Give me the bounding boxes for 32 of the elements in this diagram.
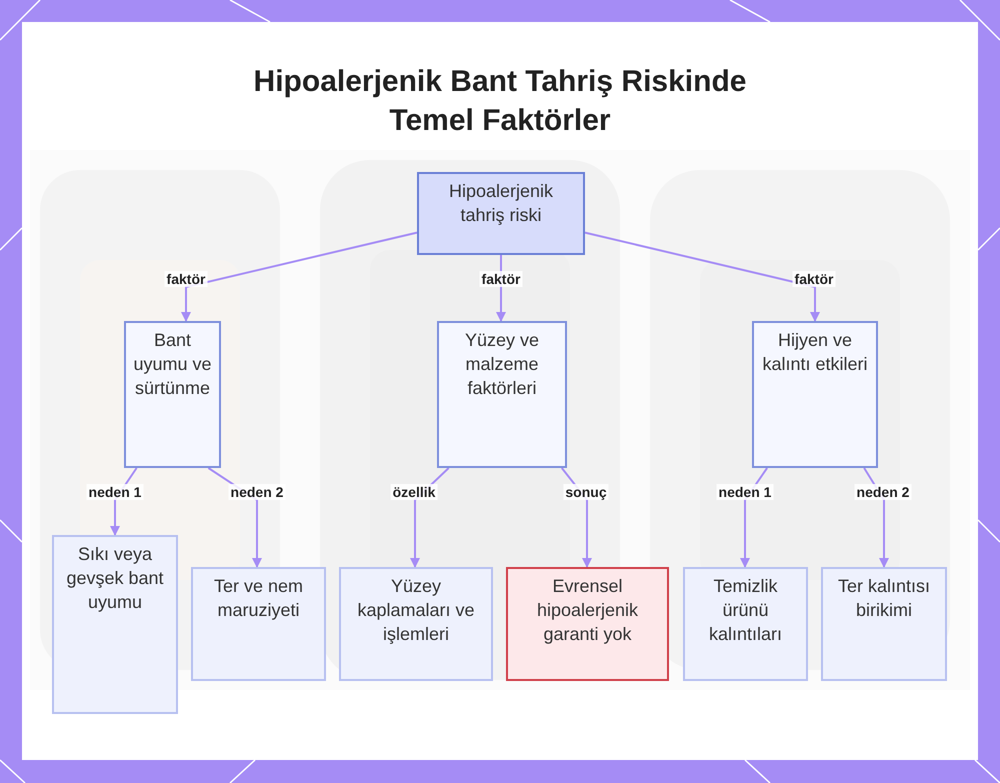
process-box [191,567,326,681]
node-text: Sıkı veya gevşek bant uyumu [65,543,165,614]
node-text: Yüzey kaplamaları ve işlemleri [356,575,476,646]
node-text: Hipoalerjenik tahriş riski [448,180,554,227]
process-box [752,321,878,468]
process-box [437,321,567,468]
node-text: Ter ve nem maruziyeti [212,575,304,622]
edge-label: sonuç [563,484,609,500]
edge-label: faktör [792,271,836,287]
process-box [124,321,221,468]
process-box [683,567,808,681]
edge-label: neden 2 [854,484,912,500]
node-text: Temizlik ürünü kalıntıları [708,575,784,646]
arrow [181,232,418,322]
arrow [584,232,820,322]
process-box [52,535,178,714]
edge-label: özellik [390,484,438,500]
process-box [506,567,669,681]
process-box [339,567,493,681]
node-text: Bant uyumu ve sürtünme [132,329,213,400]
edge-label: faktör [164,271,208,287]
node-text: Ter kalıntısı birikimi [836,575,932,622]
edge-label: faktör [480,271,522,287]
process-box [821,567,947,681]
edge-label: neden 1 [86,484,144,500]
diagram-title: Hipoalerjenik Bant Tahriş Riskinde Temel Faktörler [252,64,748,139]
node-text: Hijyen ve kalıntı etkileri [761,329,869,376]
node-text: Yüzey ve malzeme faktörleri [464,329,540,400]
node-text: Evrensel hipoalerjenik garanti yok [536,575,640,646]
edge-label: neden 2 [228,484,286,500]
process-box [417,172,585,255]
edge-label: neden 1 [716,484,774,500]
